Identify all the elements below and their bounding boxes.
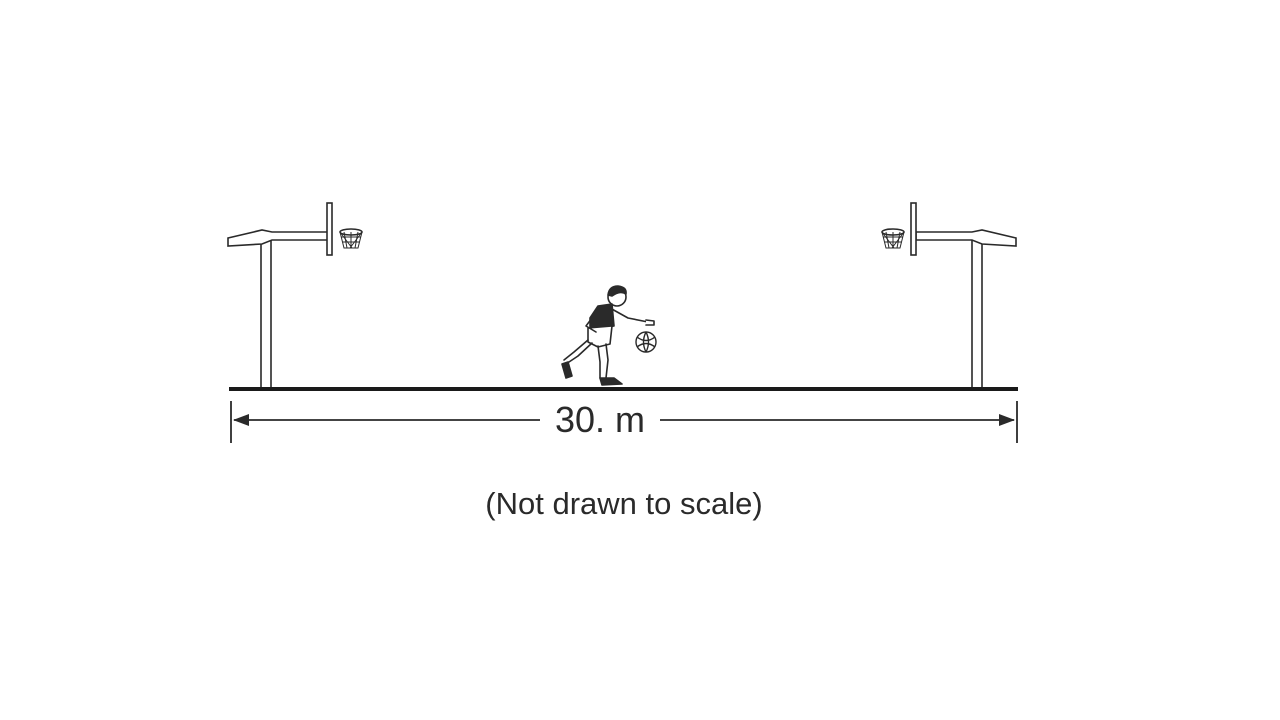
right-hoop-net	[881, 231, 905, 249]
right-hoop-backboard	[910, 202, 917, 256]
distance-label: 30. m	[540, 398, 660, 442]
player-back-leg	[565, 342, 593, 365]
right-hoop	[881, 202, 1017, 389]
scale-note: (Not drawn to scale)	[485, 486, 763, 521]
left-hoop-net	[339, 231, 363, 249]
player-dribbling-arm	[609, 307, 649, 323]
basketball-player-icon	[561, 285, 655, 386]
dimension-left-arrowhead	[233, 414, 249, 426]
right-hoop-pole	[971, 237, 983, 389]
player-front-leg	[605, 343, 609, 379]
left-hoop-pole	[260, 237, 272, 389]
basketball-icon	[635, 331, 657, 353]
left-hoop-arm	[227, 229, 329, 247]
right-hoop-arm	[915, 229, 1017, 247]
dimension-right-arrowhead	[999, 414, 1015, 426]
left-hoop-backboard	[326, 202, 333, 256]
left-hoop	[227, 202, 363, 389]
